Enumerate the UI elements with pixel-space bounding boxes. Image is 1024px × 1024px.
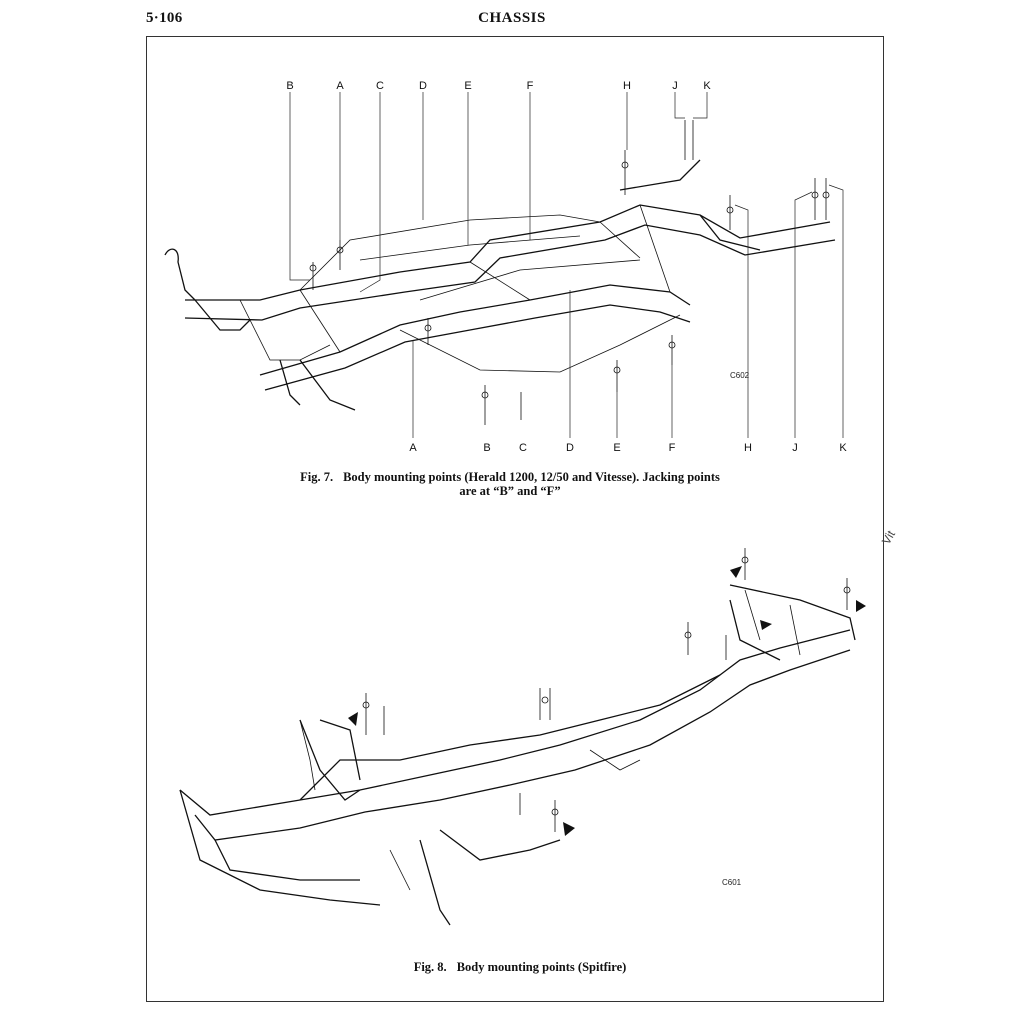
callout-top-e: E: [464, 80, 471, 92]
figure-7-drawing-code: C602: [730, 371, 750, 380]
callout-top-f: F: [527, 80, 534, 92]
callout-top-k: K: [703, 80, 711, 92]
figure-7-labels: B A C D E F H J K A B C D E F H J K: [286, 80, 847, 454]
callout-top-b: B: [286, 80, 293, 92]
figure-7-caption-label: Fig. 7.: [300, 470, 334, 484]
page-number: 5·106: [146, 10, 183, 26]
callout-bottom-k: K: [839, 442, 847, 454]
callout-top-j: J: [672, 80, 678, 92]
figure-7-caption-text: Body mounting points (Herald 1200, 12/50…: [343, 470, 720, 498]
figure-8-caption-text: Body mounting points (Spitfire): [456, 960, 627, 974]
callout-bottom-j: J: [792, 442, 798, 454]
callout-bottom-d: D: [566, 442, 574, 454]
section-title: CHASSIS: [478, 10, 546, 26]
figure-8-drawing-code: C601: [722, 878, 742, 887]
callout-top-c: C: [376, 80, 384, 92]
callout-bottom-h: H: [744, 442, 752, 454]
callout-bottom-b: B: [483, 442, 490, 454]
callout-bottom-a: A: [409, 442, 417, 454]
mounting-point-arrow-icon: [348, 566, 866, 836]
callout-top-a: A: [336, 80, 344, 92]
figure-8-caption: Fig. 8. Body mounting points (Spitfire): [380, 960, 660, 974]
callout-bottom-f: F: [669, 442, 676, 454]
callout-top-h: H: [623, 80, 631, 92]
callout-top-d: D: [419, 80, 427, 92]
callout-bottom-c: C: [519, 442, 527, 454]
content-frame: [146, 36, 884, 1002]
figure-7-chassis-drawing: [164, 92, 844, 438]
figure-8-caption-label: Fig. 8.: [413, 960, 447, 974]
callout-bottom-e: E: [613, 442, 620, 454]
figure-8-chassis-drawing: [179, 548, 856, 926]
figure-7-caption: Fig. 7. Body mounting points (Herald 1200…: [300, 470, 720, 498]
